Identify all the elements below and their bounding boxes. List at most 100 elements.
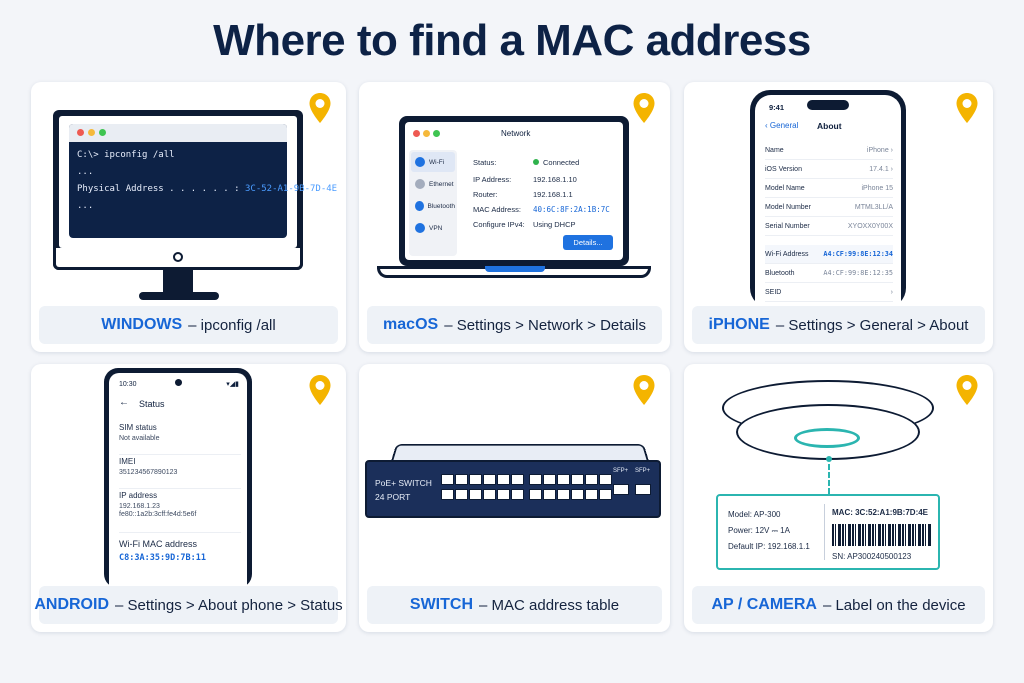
- switch-label: PoE+ SWITCH: [375, 478, 432, 488]
- back-arrow-icon[interactable]: ←: [119, 397, 129, 408]
- caption-text: – Settings > General > About: [775, 316, 969, 334]
- status-row: Status:Connected: [473, 158, 580, 167]
- ip-row: IP Address:192.168.1.10: [473, 175, 577, 184]
- ethernet-port: [557, 489, 570, 500]
- signal-battery-icon: ▾◢▮: [226, 381, 239, 388]
- default-ip-text: Default IP: 192.168.1.1: [728, 542, 810, 551]
- sfp-port: [635, 484, 651, 495]
- status-time: 9:41: [769, 103, 785, 112]
- ethernet-port: [543, 489, 556, 500]
- terminal-line: ...: [77, 201, 94, 211]
- ethernet-port: [455, 489, 468, 500]
- status-led-ring: [794, 428, 860, 448]
- ethernet-port: [441, 474, 454, 485]
- switch-card: PoE+ SWITCH 24 PORT SFP+ SFP+ SWITCH – MAC…: [359, 364, 670, 632]
- ethernet-port: [455, 474, 468, 485]
- screen-title: Status: [139, 399, 165, 409]
- serial-number-text: SN: AP300240500123: [832, 552, 912, 561]
- ethernet-port: [557, 474, 570, 485]
- location-pin-icon: [633, 375, 655, 405]
- sfp-label: SFP+: [613, 468, 629, 474]
- ap-card: Model: AP-300 Power: 12V ⎓ 1A Default IP…: [684, 364, 993, 632]
- ethernet-port: [585, 474, 598, 485]
- ethernet-port: [529, 489, 542, 500]
- switch-caption: SWITCH – MAC address table: [367, 586, 662, 624]
- ethernet-icon: [415, 179, 425, 189]
- mac-value: 3C-52-A1-9B-7D-4E: [244, 184, 338, 194]
- terminal-line: ...: [77, 167, 94, 177]
- dynamic-island: [807, 100, 849, 110]
- iphone-caption: iPHONE – Settings > General > About: [692, 306, 985, 344]
- ipv4-row: Configure IPv4:Using DHCP: [473, 220, 576, 229]
- sidebar-item-vpn[interactable]: VPN: [411, 218, 455, 238]
- caption-text: – MAC address table: [479, 596, 620, 614]
- sfp-label: SFP+: [635, 468, 651, 474]
- bluetooth-icon: [415, 201, 424, 211]
- mac-label: MAC: 3C:52:A1:9B:7D:4E: [832, 508, 929, 517]
- location-pin-icon: [309, 375, 331, 405]
- sidebar-item-wifi[interactable]: Wi-Fi: [411, 152, 455, 172]
- switch-label: 24 PORT: [375, 492, 411, 502]
- caption-text: – ipconfig /all: [188, 316, 276, 334]
- command-prompt-window: C:\> ipconfig /all ... Physical Address …: [69, 124, 337, 238]
- location-pin-icon: [956, 93, 978, 123]
- barcode-icon: [832, 524, 932, 546]
- location-pin-icon: [309, 93, 331, 123]
- switch-illustration: PoE+ SWITCH 24 PORT SFP+ SFP+: [365, 460, 661, 518]
- caption-text: – Settings > About phone > Status: [115, 596, 343, 614]
- ethernet-port: [529, 474, 542, 485]
- location-pin-icon: [956, 375, 978, 405]
- os-name: iPHONE: [708, 316, 770, 333]
- laptop-illustration: Network Wi-Fi Ethernet Bluetooth VPN Sta…: [399, 116, 629, 266]
- ethernet-port: [497, 489, 510, 500]
- window-title: Network: [501, 129, 531, 138]
- os-name: macOS: [383, 316, 439, 333]
- details-button[interactable]: Details...: [563, 235, 613, 250]
- sidebar-item-ethernet[interactable]: Ethernet: [411, 174, 455, 194]
- power-text: Power: 12V ⎓ 1A: [728, 526, 790, 535]
- ethernet-port: [543, 474, 556, 485]
- mac-value: A4:CF:99:8E:12:34: [823, 250, 893, 258]
- ethernet-port: [483, 474, 496, 485]
- back-button[interactable]: ‹ General: [765, 121, 799, 130]
- ethernet-port: [585, 489, 598, 500]
- ethernet-port: [599, 474, 612, 485]
- os-name: AP / CAMERA: [711, 596, 817, 613]
- caption-text: – Label on the device: [822, 596, 966, 614]
- ethernet-port: [469, 489, 482, 500]
- ethernet-port: [571, 489, 584, 500]
- router-row: Router:192.168.1.1: [473, 190, 573, 199]
- sfp-port: [613, 484, 629, 495]
- page-title: Where to find a MAC address: [213, 16, 811, 65]
- caption-text: – Settings > Network > Details: [444, 316, 646, 334]
- ethernet-port: [469, 474, 482, 485]
- mac-value: 40:6C:8F:2A:1B:7C: [533, 205, 610, 214]
- sidebar-item-bluetooth[interactable]: Bluetooth: [411, 196, 455, 216]
- device-label-sticker: Model: AP-300 Power: 12V ⎓ 1A Default IP…: [716, 494, 940, 570]
- wifi-icon: [415, 157, 425, 167]
- about-row[interactable]: SEID›: [765, 283, 893, 302]
- network-settings-window: Network Wi-Fi Ethernet Bluetooth VPN Sta…: [405, 122, 623, 260]
- model-text: Model: AP-300: [728, 510, 781, 519]
- os-name: SWITCH: [409, 596, 474, 613]
- ethernet-port: [571, 474, 584, 485]
- ethernet-port: [511, 474, 524, 485]
- macos-caption: macOS – Settings > Network > Details: [367, 306, 662, 344]
- mac-value: C8:3A:35:9D:7B:11: [119, 553, 206, 563]
- macos-card: Network Wi-Fi Ethernet Bluetooth VPN Sta…: [359, 82, 670, 352]
- connector-line: [828, 464, 830, 494]
- network-sidebar: Wi-Fi Ethernet Bluetooth VPN: [409, 150, 457, 256]
